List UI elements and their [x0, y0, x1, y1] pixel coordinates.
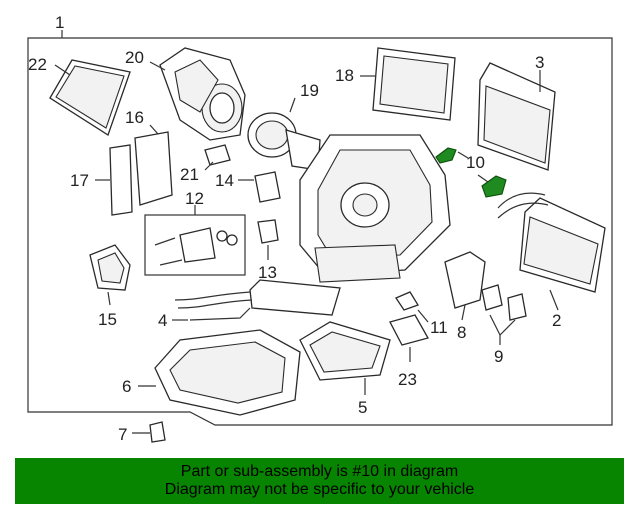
part-4-heater-core [172, 279, 341, 321]
part-17-bracket [95, 144, 133, 216]
part-8-actuator [444, 251, 486, 321]
part-18-filter-element [360, 47, 456, 121]
part-16-bracket [134, 124, 173, 206]
callout-19: 19 [300, 81, 319, 100]
callout-15: 15 [98, 310, 117, 329]
callout-14: 14 [215, 171, 234, 190]
callout-16: 16 [125, 108, 144, 127]
callout-2: 2 [552, 311, 561, 330]
part-5-lower-case [299, 321, 391, 395]
callout-12: 12 [185, 189, 204, 208]
callout-10: 10 [466, 153, 485, 172]
part-15-module [89, 244, 131, 306]
part-10-actuator-highlight [435, 147, 507, 198]
callout-8: 8 [457, 323, 466, 342]
part-6-lower-housing [138, 329, 301, 416]
assembly-frame [27, 37, 613, 426]
part-22-cabin-filter [49, 59, 131, 136]
info-banner: Part or sub-assembly is #10 in diagram D… [15, 458, 624, 504]
part-2-heater-core [497, 192, 606, 311]
part-3-evaporator [477, 62, 556, 171]
callout-3: 3 [535, 53, 544, 72]
part-9-actuators [481, 284, 527, 345]
part-12-kit [144, 205, 246, 276]
banner-line-2: Diagram may not be specific to your vehi… [164, 481, 475, 498]
part-19-blower-motor [247, 97, 321, 171]
callout-18: 18 [335, 66, 354, 85]
callout-5: 5 [358, 398, 367, 417]
part-23-module [389, 314, 429, 362]
banner-line-1: Part or sub-assembly is #10 in diagram [180, 463, 459, 480]
part-14-clip [238, 171, 281, 203]
callout-20: 20 [125, 48, 144, 67]
parts-diagram: 1 22 20 18 3 19 16 10 17 21 14 12 13 15 … [27, 13, 613, 444]
hvac-case [299, 134, 451, 283]
callout-6: 6 [122, 377, 131, 396]
part-11-sensor [395, 291, 429, 323]
callout-21: 21 [180, 165, 199, 184]
part-21-module [204, 144, 231, 171]
callout-1: 1 [55, 13, 64, 32]
part-7-fitting [132, 421, 166, 443]
part-20-blower-housing [149, 47, 246, 141]
part-13-bracket [257, 219, 279, 260]
callout-22: 22 [28, 55, 47, 74]
callout-23: 23 [398, 370, 417, 389]
callout-17: 17 [70, 171, 89, 190]
callout-4: 4 [158, 311, 167, 330]
callout-9: 9 [494, 347, 503, 366]
callout-11: 11 [430, 318, 448, 337]
callout-13: 13 [258, 263, 277, 282]
callout-7: 7 [118, 425, 127, 444]
